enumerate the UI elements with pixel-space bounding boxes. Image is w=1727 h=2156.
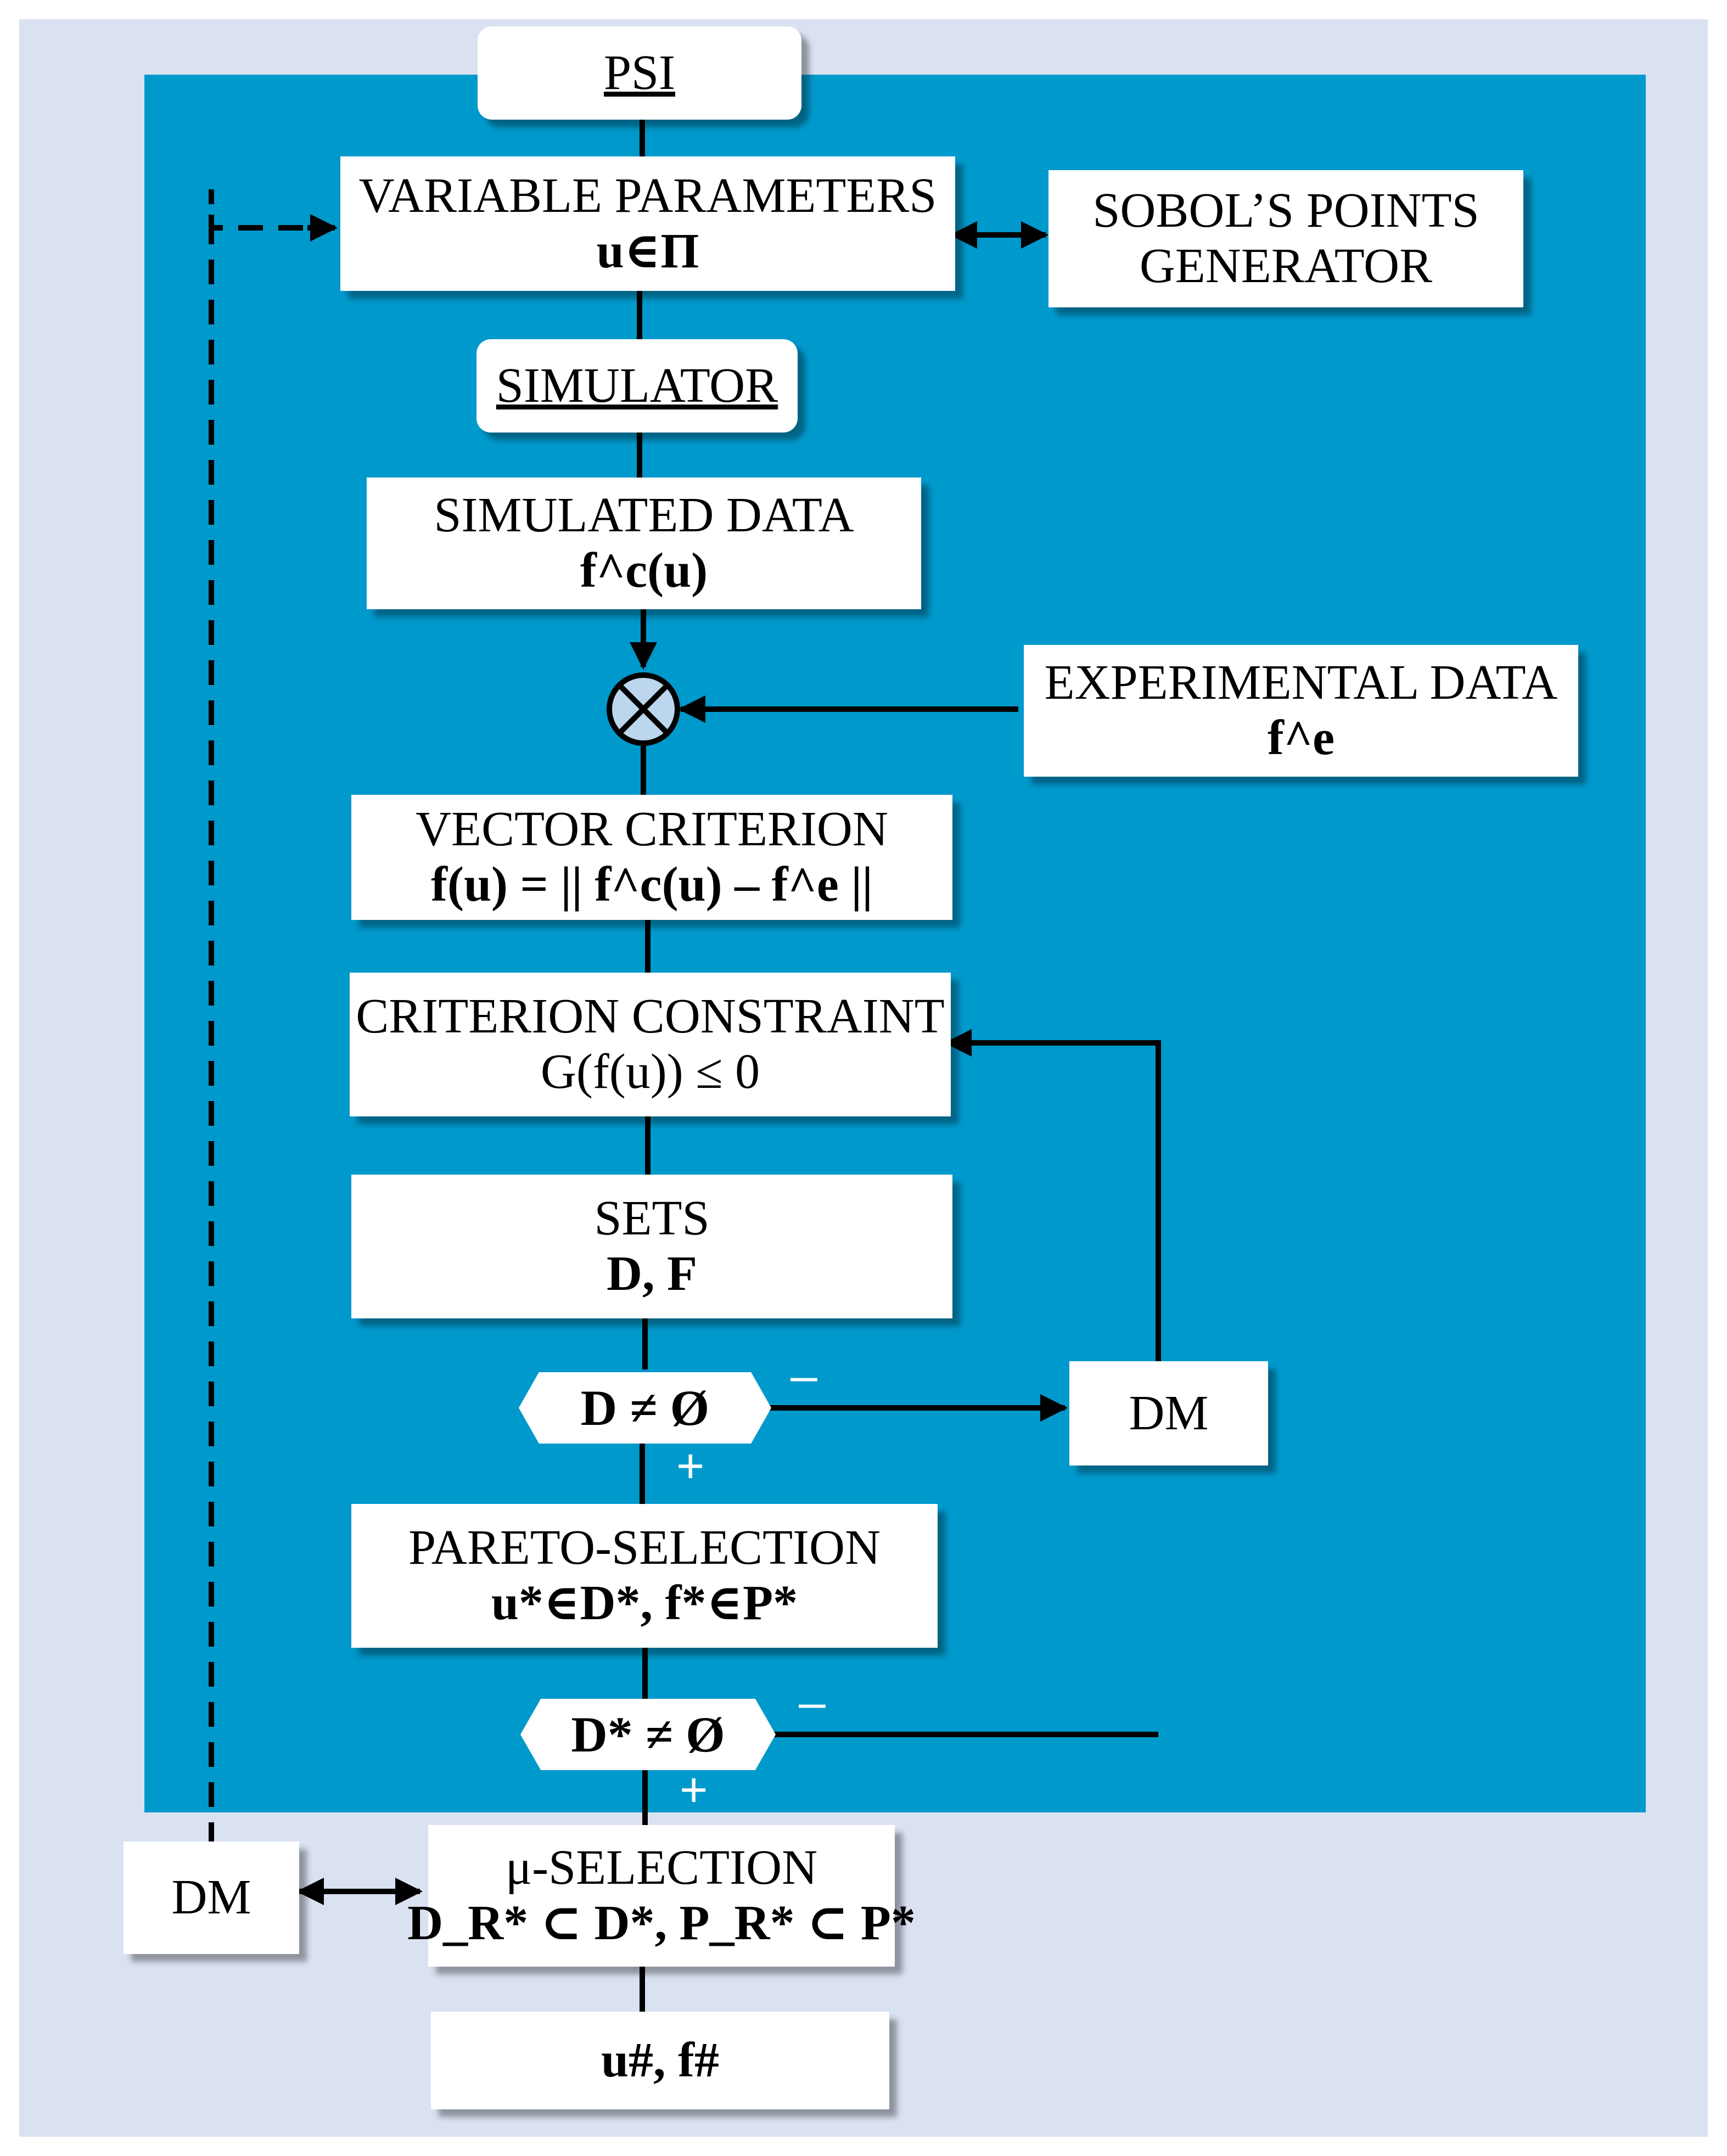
criterion-constraint-formula: G(f(u)) ≤ 0 [540,1045,760,1099]
vector-criterion-title: VECTOR CRITERION [416,802,888,857]
dashed-feedback [209,189,335,1847]
vector-criterion-box: VECTOR CRITERION f(u) = || f^c(u) – f^e … [351,795,952,920]
simulated-data-formula: f^c(u) [580,543,708,598]
mu-selection-title: μ-SELECTION [505,1840,818,1895]
simulator-box: SIMULATOR [476,339,798,433]
result-box: u#, f# [431,2012,889,2109]
dm-left-box: DM [124,1841,299,1954]
criterion-constraint-title: CRITERION CONSTRAINT [356,989,945,1044]
sobol-line2: GENERATOR [1139,239,1433,293]
sets-title: SETS [594,1191,710,1246]
experimental-data-title: EXPERIMENTAL DATA [1044,655,1558,710]
simulated-data-box: SIMULATED DATA f^c(u) [367,478,921,609]
variable-parameters-box: VARIABLE PARAMETERS u∈Π [340,156,955,291]
decision1-plus: + [676,1439,705,1493]
sobol-generator-box: SOBOL’S POINTS GENERATOR [1048,170,1523,307]
sobol-line1: SOBOL’S POINTS [1092,183,1479,238]
comparator-node [607,672,680,746]
simulator-label: SIMULATOR [496,358,778,413]
decision-dstar-nonempty: D* ≠ Ø [520,1699,776,1770]
pareto-title: PARETO-SELECTION [408,1520,881,1575]
mu-selection-formula: D_R* ⊂ D*, P_R* ⊂ P* [407,1896,916,1950]
result-label: u#, f# [601,2033,720,2087]
mu-selection-box: μ-SELECTION D_R* ⊂ D*, P_R* ⊂ P* [407,1825,916,1967]
dm-left-label: DM [171,1870,251,1925]
decision2-label: D* ≠ Ø [571,1706,725,1762]
psi-box: PSI [478,26,801,120]
decision-d-nonempty: D ≠ Ø [519,1372,771,1444]
decision1-minus: – [790,1348,817,1402]
experimental-data-formula: f^e [1267,711,1335,765]
decision1-label: D ≠ Ø [580,1380,710,1436]
dm-right-box: DM [1069,1361,1268,1466]
variable-parameters-title: VARIABLE PARAMETERS [358,168,937,223]
pareto-formula: u*∈D*, f*∈P* [491,1576,798,1630]
decision2-minus: – [799,1675,826,1729]
sets-formula: D, F [607,1247,697,1301]
simulated-data-title: SIMULATED DATA [434,488,854,543]
psi-label: PSI [603,45,676,100]
decision2-plus: + [680,1762,708,1817]
experimental-data-box: EXPERIMENTAL DATA f^e [1024,645,1578,777]
criterion-constraint-box: CRITERION CONSTRAINT G(f(u)) ≤ 0 [350,973,951,1116]
dm-right-label: DM [1129,1385,1209,1440]
pareto-selection-box: PARETO-SELECTION u*∈D*, f*∈P* [351,1504,938,1648]
variable-parameters-formula: u∈Π [596,223,699,278]
link-dm-constraint [944,1029,1161,1361]
sets-box: SETS D, F [351,1175,952,1318]
vector-criterion-formula: f(u) = || f^c(u) – f^e || [431,857,873,912]
